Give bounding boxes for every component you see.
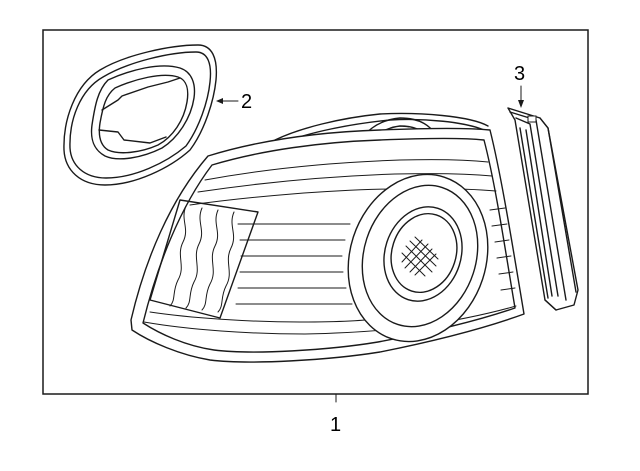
bulb-grid — [401, 236, 439, 277]
callout-1: 1 — [330, 393, 341, 436]
tail-lamp-part[interactable] — [130, 112, 525, 363]
callout-1-label: 1 — [330, 414, 341, 436]
callout-2-label: 2 — [241, 91, 252, 113]
callout-3: 3 — [514, 63, 525, 108]
callout-3-label: 3 — [514, 63, 525, 85]
callout-2: 2 — [216, 91, 252, 113]
diagram-frame — [42, 29, 589, 395]
seal-strip-part[interactable] — [507, 107, 579, 311]
gasket-part[interactable] — [63, 44, 218, 186]
